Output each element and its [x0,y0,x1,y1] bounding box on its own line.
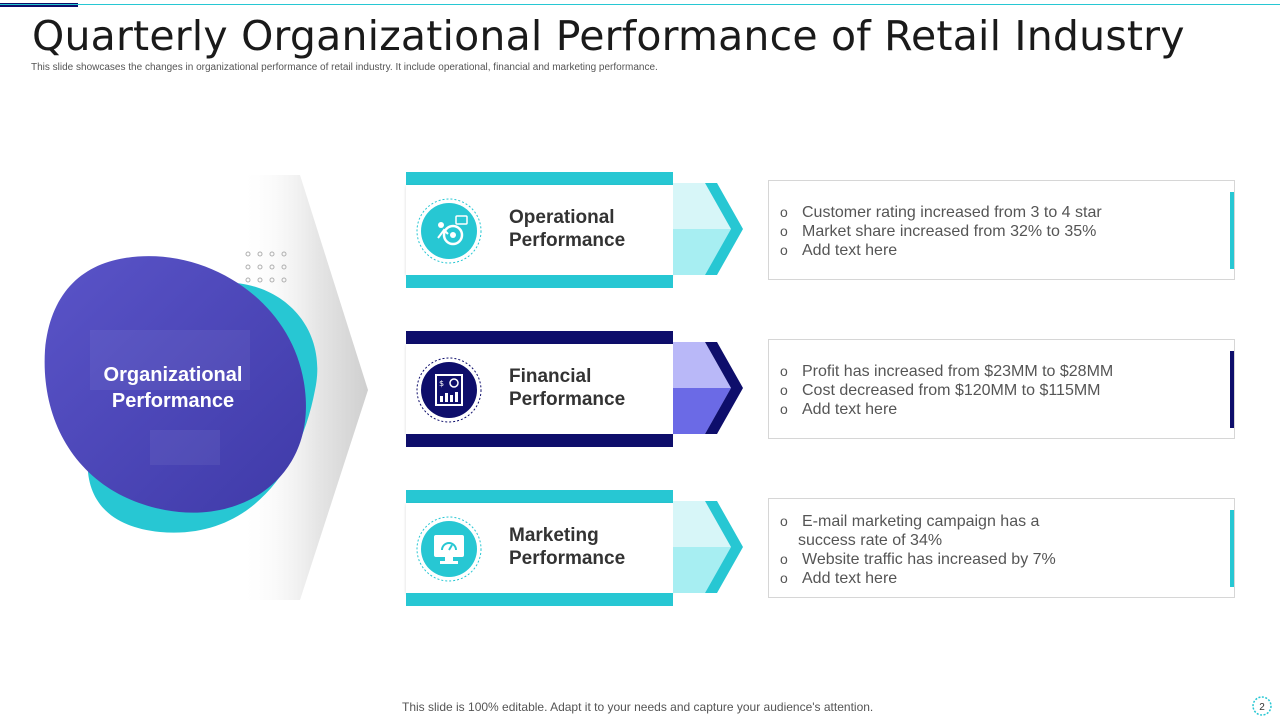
box-side-accent [1230,351,1234,428]
card-body: $ Financial Performance [406,344,673,434]
financial-bullet-list: Profit has increased from $23MM to $28MM… [780,362,1113,419]
operations-gear-icon [416,198,482,264]
marketing-details-box: E-mail marketing campaign has a success … [768,498,1235,598]
page-subtitle: This slide showcases the changes in orga… [31,62,658,73]
box-side-accent [1230,510,1234,587]
financial-card: $ Financial Performance [406,331,673,447]
footer-note: This slide is 100% editable. Adapt it to… [402,700,874,714]
card-body: Operational Performance [406,185,673,275]
financial-arrow [673,342,743,434]
svg-text:$: $ [439,379,444,388]
list-item: Customer rating increased from 3 to 4 st… [780,203,1102,222]
financial-details-box: Profit has increased from $23MM to $28MM… [768,339,1235,439]
marketing-arrow [673,501,743,593]
box-side-accent [1230,192,1234,269]
list-item: Cost decreased from $120MM to $115MM [780,381,1113,400]
card-bottom-bar [406,593,673,606]
card-top-bar [406,490,673,503]
operational-bullet-list: Customer rating increased from 3 to 4 st… [780,203,1102,260]
list-item: Add text here [780,400,1113,419]
card-label: Marketing Performance [509,524,625,570]
marketing-bullet-list: E-mail marketing campaign has a success … [780,512,1056,588]
list-item: Website traffic has increased by 7% [780,550,1056,569]
card-label-line2: Performance [509,389,626,410]
organizational-blob [44,256,318,533]
top-rule [0,4,1280,5]
list-item-continuation: success rate of 34% [798,532,943,549]
card-top-bar [406,172,673,185]
card-label-line1: Financial [509,366,592,387]
marketing-monitor-icon [416,516,482,582]
operational-arrow [673,183,743,275]
financial-report-icon: $ [416,357,482,423]
operational-details-box: Customer rating increased from 3 to 4 st… [768,180,1235,280]
card-label: Operational Performance [509,206,625,252]
marketing-card: Marketing Performance [406,490,673,606]
page-title: Quarterly Organizational Performance of … [32,12,1185,60]
card-top-bar [406,331,673,344]
page-number-badge: 2 [1252,696,1272,716]
list-item: Profit has increased from $23MM to $28MM [780,362,1113,381]
card-body: Marketing Performance [406,503,673,593]
operational-card: Operational Performance [406,172,673,288]
list-item: Add text here [780,569,1056,588]
list-item: E-mail marketing campaign has a [780,512,1056,531]
decorative-dots [245,251,287,283]
card-label-line2: Performance [509,230,626,251]
card-label-line2: Performance [509,548,626,569]
card-label-line1: Marketing [509,525,599,546]
page-number: 2 [1259,702,1265,713]
list-item: Market share increased from 32% to 35% [780,222,1102,241]
card-label: Financial Performance [509,365,625,411]
list-item: Add text here [780,241,1102,260]
card-bottom-bar [406,275,673,288]
top-accent-bar [0,3,78,7]
center-label: Organizational Performance [103,364,243,412]
card-label-line1: Operational [509,207,615,228]
card-bottom-bar [406,434,673,447]
